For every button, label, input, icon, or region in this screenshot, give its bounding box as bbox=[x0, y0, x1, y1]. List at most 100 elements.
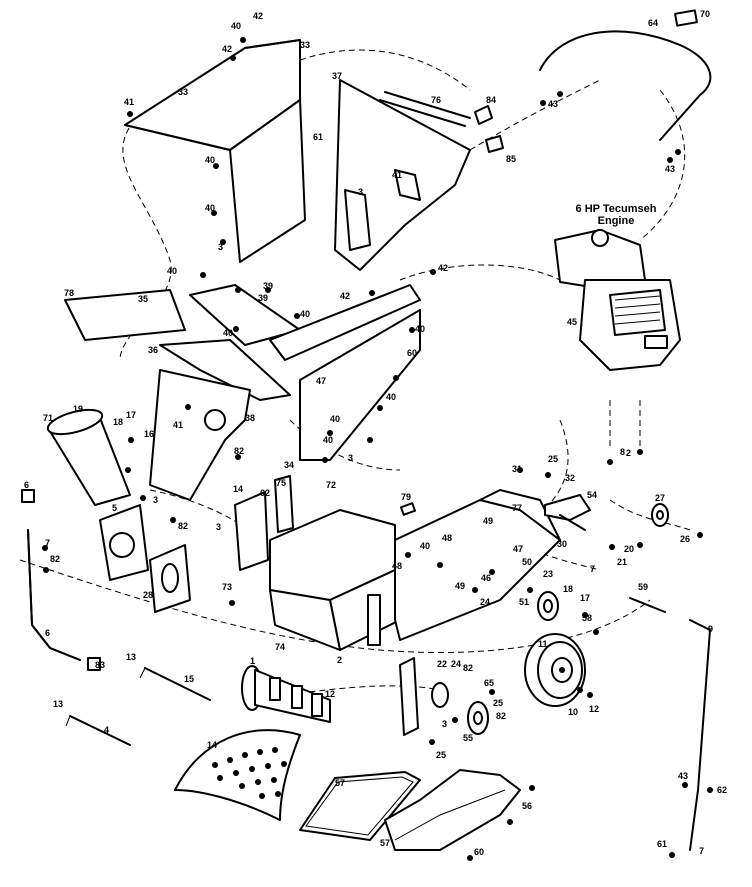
callout-label: 75 bbox=[276, 478, 286, 488]
callout-label: 33 bbox=[300, 40, 310, 50]
callout-label: 56 bbox=[522, 801, 532, 811]
callout-label: 9 bbox=[708, 624, 713, 634]
callout-label: 61 bbox=[313, 132, 323, 142]
callout-label: 40 bbox=[223, 328, 233, 338]
callout-label: 17 bbox=[580, 593, 590, 603]
callout-label: 4 bbox=[104, 725, 109, 735]
callout-label: 47 bbox=[513, 544, 523, 554]
callout-label: 40 bbox=[205, 203, 215, 213]
callout-label: 20 bbox=[624, 544, 634, 554]
callout-label: 40 bbox=[330, 414, 340, 424]
callout-label: 79 bbox=[401, 492, 411, 502]
callout-label: 31 bbox=[512, 464, 522, 474]
callout-label: 3 bbox=[153, 495, 158, 505]
callout-label: 10 bbox=[568, 707, 578, 717]
rotor-assembly bbox=[241, 665, 331, 723]
callout-label: 73 bbox=[222, 582, 232, 592]
tecumseh-engine bbox=[554, 229, 681, 371]
callout-label: 43 bbox=[665, 164, 675, 174]
callout-label: 14 bbox=[233, 484, 243, 494]
callout-label: 40 bbox=[323, 435, 333, 445]
callout-label: 72 bbox=[326, 480, 336, 490]
callout-label: 65 bbox=[484, 678, 494, 688]
callout-label: 48 bbox=[442, 533, 452, 543]
callout-label: 45 bbox=[567, 317, 577, 327]
upper-hopper bbox=[124, 39, 306, 263]
callout-label: 3 bbox=[216, 522, 221, 532]
callout-label: 70 bbox=[700, 9, 710, 19]
callout-label: 8 bbox=[620, 447, 625, 457]
callout-label: 40 bbox=[415, 324, 425, 334]
callout-label: 43 bbox=[548, 99, 558, 109]
callout-label: 5 bbox=[112, 503, 117, 513]
callout-label: 7 bbox=[699, 846, 704, 856]
callout-label: 61 bbox=[657, 839, 667, 849]
main-chassis bbox=[269, 489, 561, 651]
callout-label: 55 bbox=[463, 733, 473, 743]
discharge-chute bbox=[46, 408, 131, 506]
callout-label: 42 bbox=[253, 11, 263, 21]
callout-label: 82 bbox=[463, 663, 473, 673]
callout-label: 18 bbox=[113, 417, 123, 427]
callout-label: 34 bbox=[284, 460, 294, 470]
callout-label: 82 bbox=[234, 446, 244, 456]
mounting-plates bbox=[99, 475, 294, 613]
callout-label: 46 bbox=[481, 573, 491, 583]
callout-label: 24 bbox=[451, 659, 461, 669]
callout-label: 58 bbox=[582, 613, 592, 623]
side-plate bbox=[149, 369, 251, 501]
callout-label: 42 bbox=[340, 291, 350, 301]
callout-label: 64 bbox=[648, 18, 658, 28]
callout-label: 59 bbox=[638, 582, 648, 592]
callout-label: 1 bbox=[250, 656, 255, 666]
callout-label: 42 bbox=[222, 44, 232, 54]
callout-label: 62 bbox=[717, 785, 727, 795]
handle-bar bbox=[539, 9, 712, 141]
callout-label: 39 bbox=[263, 281, 273, 291]
inner-chute-panel bbox=[334, 79, 471, 271]
callout-label: 11 bbox=[538, 639, 548, 649]
callout-label: 47 bbox=[316, 376, 326, 386]
callout-label: 24 bbox=[480, 597, 490, 607]
small-plates bbox=[379, 91, 504, 153]
callout-label: 41 bbox=[392, 170, 402, 180]
callout-label: 7 bbox=[45, 538, 50, 548]
callout-label: 82 bbox=[50, 554, 60, 564]
callout-label: 82 bbox=[496, 711, 506, 721]
callout-label: 3 bbox=[442, 719, 447, 729]
feed-tray bbox=[64, 284, 421, 461]
callout-label: 19 bbox=[73, 404, 83, 414]
callout-label: 35 bbox=[138, 294, 148, 304]
screen-grate bbox=[174, 729, 301, 821]
engine-caption-line2: Engine bbox=[598, 215, 635, 227]
hardware-fasteners bbox=[42, 37, 713, 861]
engine-caption-line1: 6 HP Tecumseh bbox=[576, 203, 657, 215]
callout-label: 21 bbox=[617, 557, 627, 567]
callout-label: 40 bbox=[420, 541, 430, 551]
callout-label: 39 bbox=[258, 293, 268, 303]
callout-label: 3 bbox=[218, 242, 223, 252]
callout-label: 26 bbox=[680, 534, 690, 544]
callout-label: 71 bbox=[43, 413, 53, 423]
callout-label: 49 bbox=[455, 581, 465, 591]
callout-label: 57 bbox=[380, 838, 390, 848]
brackets bbox=[399, 494, 591, 736]
stand-leg bbox=[21, 489, 101, 671]
callout-label: 25 bbox=[548, 454, 558, 464]
callout-label: 6 bbox=[45, 628, 50, 638]
callout-label: 36 bbox=[148, 345, 158, 355]
callout-label: 3 bbox=[348, 453, 353, 463]
callout-label: 41 bbox=[124, 97, 134, 107]
callout-label: 83 bbox=[95, 660, 105, 670]
callout-label: 16 bbox=[144, 429, 154, 439]
callout-label: 3 bbox=[358, 187, 363, 197]
callout-label: 42 bbox=[438, 263, 448, 273]
rod-assembly bbox=[629, 597, 711, 851]
callout-label: 23 bbox=[543, 569, 553, 579]
callout-label: 7 bbox=[590, 564, 595, 574]
wheel bbox=[524, 633, 586, 707]
callout-label: 50 bbox=[522, 557, 532, 567]
callout-label: 76 bbox=[431, 95, 441, 105]
callout-label: 51 bbox=[519, 597, 529, 607]
callout-label: 13 bbox=[53, 699, 63, 709]
